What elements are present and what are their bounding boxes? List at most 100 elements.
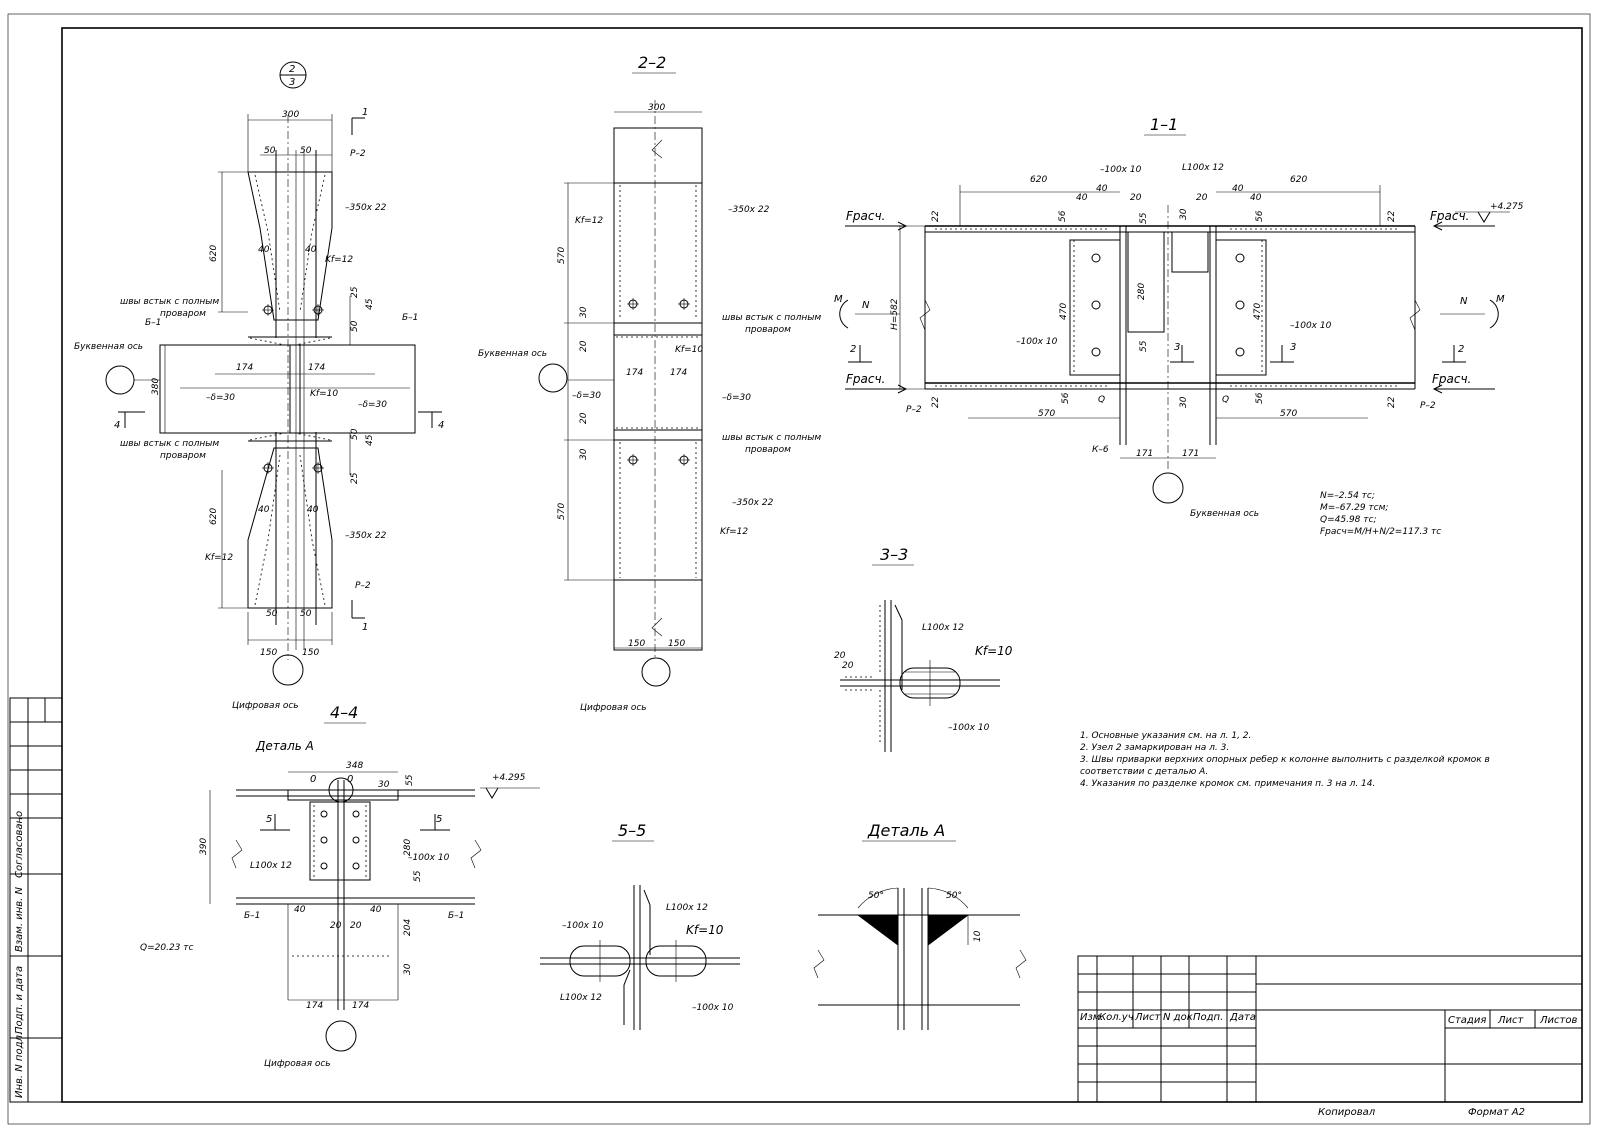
note-2: 2. Узел 2 замаркирован на л. 3.	[1080, 743, 1229, 753]
s11-dim-22-a: 22	[931, 210, 941, 222]
label-delta30-a: –δ=30	[206, 393, 235, 403]
dim-45-a: 45	[365, 298, 375, 310]
s22-weld-a1: швы встык с полным	[722, 313, 821, 323]
s11-dim-620-a: 620	[1030, 175, 1047, 185]
s11-dim-55-a: 55	[1139, 212, 1149, 224]
s11-dim-280: 280	[1137, 283, 1147, 300]
s22-tsifr: Цифровая ось	[580, 703, 647, 713]
s11-f-calc-a: Fрасч.	[846, 209, 885, 223]
s11-dim-40-c: 40	[1232, 184, 1244, 194]
title-s11: 1–1	[1150, 115, 1178, 134]
label-b1-a: Б–1	[145, 318, 161, 328]
s44-dim-174-b: 174	[352, 1001, 369, 1011]
s11-n-left: N	[862, 300, 870, 311]
s44-dim-55: 55	[405, 774, 415, 786]
cut1-top: 1	[362, 107, 368, 118]
dim-150-a: 150	[260, 648, 277, 658]
s22-delta30-b: –δ=30	[722, 393, 751, 403]
title-s33: 3–3	[880, 545, 908, 564]
s22-dim-20-a: 20	[579, 340, 589, 352]
tb-izm: Изм.	[1080, 1012, 1104, 1023]
node-marker-top: 2	[289, 64, 295, 75]
dim-620-a: 620	[209, 245, 219, 262]
force-n: N=–2.54 тс;	[1320, 491, 1375, 501]
s44-elev: +4.295	[492, 773, 526, 783]
s11-dim-20-a: 20	[1130, 193, 1142, 203]
label-bukv-a: Буквенная ось	[74, 342, 143, 352]
dim-40-a: 40	[258, 245, 270, 255]
s55-kf10: Kf=10	[686, 923, 724, 937]
s22-dim-300: 300	[648, 103, 665, 113]
dim-40-c: 40	[258, 505, 270, 515]
tb-kol: Кол.уч	[1099, 1012, 1134, 1023]
s11-dim-20-b: 20	[1196, 193, 1208, 203]
stamp-original-inv: Инв. N подл.	[14, 1032, 25, 1098]
s11-cut3-b: 3	[1290, 342, 1296, 353]
s11-dim-55-b: 55	[1139, 340, 1149, 352]
s11-dim-56-c: 56	[1061, 392, 1071, 404]
s11-dim-171-a: 171	[1136, 449, 1153, 459]
s22-delta30-a: –δ=30	[572, 391, 601, 401]
s33-dim-20-b: 20	[842, 661, 854, 671]
label-kf12-a: Kf=12	[325, 255, 353, 265]
footer-copied: Копировал	[1318, 1107, 1376, 1118]
s44-dim-390: 390	[199, 838, 209, 855]
s44-q: Q=20.23 тс	[140, 943, 193, 953]
dim-50-b: 50	[300, 146, 312, 156]
title-detail-a: Деталь А	[867, 821, 945, 840]
label-plate350-b: –350х 22	[345, 531, 387, 541]
dim-45-b: 45	[365, 434, 375, 446]
weld-note-a1: швы встык с полным	[120, 297, 219, 307]
dim-50-a: 50	[264, 146, 276, 156]
detail-deg50-b: 50°	[946, 891, 962, 901]
s11-q-b: Q	[1222, 395, 1229, 405]
s22-dim-174-a: 174	[626, 368, 643, 378]
s11-k6: К–6	[1092, 445, 1109, 455]
s44-dim-0-b: 0	[347, 774, 353, 785]
force-q: Q=45.98 тс;	[1320, 515, 1376, 525]
s11-cut3-a: 3	[1174, 342, 1180, 353]
note-3: 3. Швы приварки верхних опорных ребер к …	[1080, 755, 1490, 765]
s44-dim-20-b: 20	[350, 921, 362, 931]
s11-n-right: N	[1460, 296, 1468, 307]
s22-dim-570-a: 570	[557, 247, 567, 264]
s11-q-a: Q	[1098, 395, 1105, 405]
s11-dim-570-b: 570	[1280, 409, 1297, 419]
s22-weld-b2: проваром	[745, 445, 791, 455]
s11-bukv: Буквенная ось	[1190, 509, 1259, 519]
s11-plate100-b: –100х 10	[1016, 337, 1058, 347]
s44-cut5-b: 5	[436, 814, 442, 825]
node-marker-bottom: 3	[289, 77, 295, 88]
dim-50-f: 50	[300, 609, 312, 619]
s22-dim-174-b: 174	[670, 368, 687, 378]
s44-dim-174-a: 174	[306, 1001, 323, 1011]
node-marker: 2 3	[279, 61, 307, 89]
dim-25-a: 25	[350, 286, 360, 298]
note-1: 1. Основные указания см. на л. 1, 2.	[1080, 731, 1251, 741]
s11-dim-22-d: 22	[1387, 396, 1397, 408]
s11-p2-b: Р–2	[1420, 401, 1436, 411]
s11-dim-22-c: 22	[931, 396, 941, 408]
s44-dim-40-b: 40	[370, 905, 382, 915]
stamp-replaced-inv: Взам. инв. N	[14, 887, 25, 952]
s11-dim-30-b: 30	[1179, 396, 1189, 408]
s22-dim-150-a: 150	[628, 639, 645, 649]
s22-plate350-a: –350х 22	[728, 205, 770, 215]
s11-dim-30-a: 30	[1179, 208, 1189, 220]
label-kf12-b: Kf=12	[205, 553, 233, 563]
s22-plate350-b: –350х 22	[732, 498, 774, 508]
view-detail-a: Деталь А 50° 50° 10	[813, 821, 1027, 1030]
stamp-sign-date: Подп. и дата	[14, 966, 25, 1034]
tb-podp: Подп.	[1193, 1012, 1223, 1023]
note-3b: соответствии с деталью А.	[1080, 767, 1208, 777]
s11-dim-56-b: 56	[1255, 210, 1265, 222]
force-f: Fрасч=M/H+N/2=117.3 тс	[1320, 527, 1441, 537]
dim-380: 380	[151, 378, 161, 395]
tb-stadiya: Стадия	[1448, 1015, 1486, 1026]
s11-cut2-left: 2	[850, 344, 856, 355]
title-s55: 5–5	[618, 821, 646, 840]
footer-format: Формат А2	[1468, 1107, 1525, 1118]
s11-dim-470-b: 470	[1253, 303, 1263, 320]
weld-note-b2: проваром	[160, 451, 206, 461]
dim-174-b: 174	[308, 363, 325, 373]
